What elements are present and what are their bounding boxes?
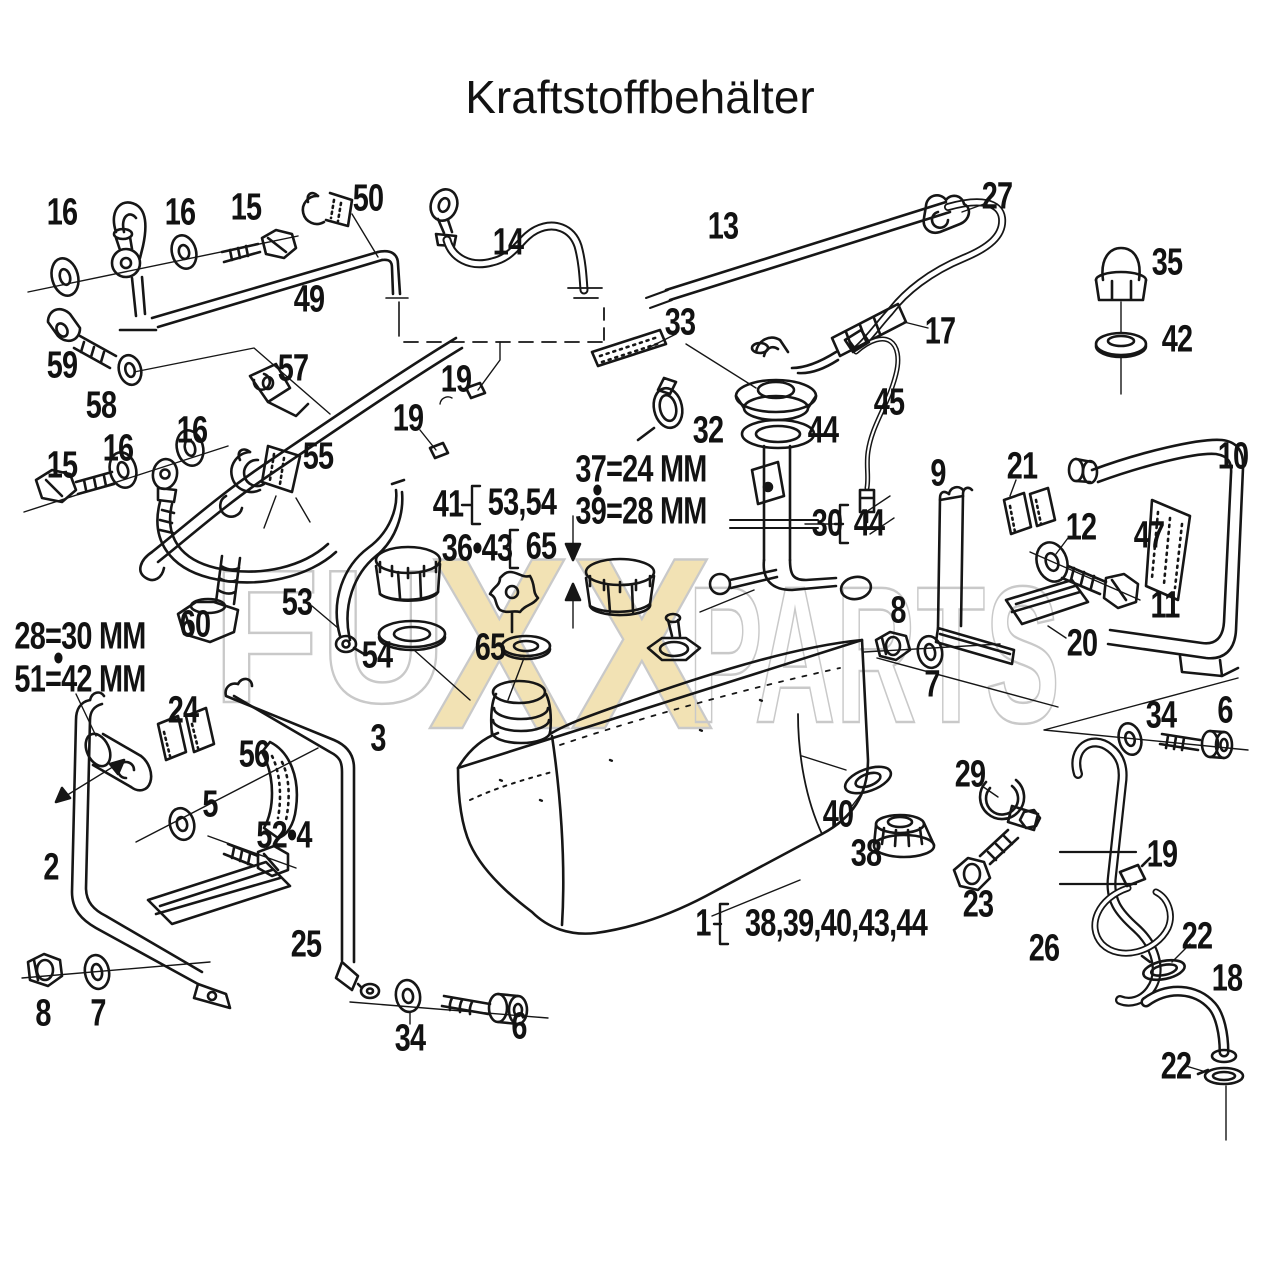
part-label-58: 58 bbox=[85, 384, 117, 427]
part-label-40: 40 bbox=[822, 793, 854, 836]
part-label-37=24 MM: 37=24 MM bbox=[575, 448, 707, 491]
part-label-6: 6 bbox=[1217, 689, 1233, 732]
part-label-16: 16 bbox=[102, 427, 134, 470]
part-label-19: 19 bbox=[1146, 833, 1178, 876]
part-label-7: 7 bbox=[924, 663, 940, 706]
part-label-1: 1 bbox=[695, 902, 711, 945]
part-label-50: 50 bbox=[352, 177, 384, 220]
grommet-bushing bbox=[843, 765, 936, 859]
part-label-42: 42 bbox=[1161, 318, 1193, 361]
hose-14-assembly bbox=[403, 188, 607, 460]
part-label-55: 55 bbox=[302, 435, 334, 478]
part-label-34: 34 bbox=[1145, 694, 1177, 737]
part-label-25: 25 bbox=[290, 923, 322, 966]
part-label-2: 2 bbox=[43, 846, 59, 889]
fuel-tank bbox=[456, 589, 1059, 935]
part-label-52•4: 52•4 bbox=[256, 814, 312, 857]
left-fittings-assembly bbox=[23, 307, 464, 584]
part-label-8: 8 bbox=[35, 992, 51, 1035]
part-label-12: 12 bbox=[1065, 506, 1097, 549]
part-label-60: 60 bbox=[179, 603, 211, 646]
part-label-47: 47 bbox=[1133, 514, 1165, 557]
fuel-line-49-assembly bbox=[27, 191, 409, 337]
part-label-9: 9 bbox=[930, 452, 946, 495]
part-label-22: 22 bbox=[1181, 915, 1213, 958]
fuel-sender-assembly bbox=[590, 328, 901, 601]
part-label-51=42 MM: 51=42 MM bbox=[14, 658, 146, 701]
part-label-59: 59 bbox=[46, 344, 78, 387]
part-label-7: 7 bbox=[90, 992, 106, 1035]
part-label-26: 26 bbox=[1028, 927, 1060, 970]
part-label-41: 41 bbox=[432, 483, 464, 526]
part-label-35: 35 bbox=[1151, 241, 1183, 284]
part-label-15: 15 bbox=[230, 186, 262, 229]
part-label-19: 19 bbox=[392, 397, 424, 440]
part-label-44: 44 bbox=[807, 409, 839, 452]
part-label-22: 22 bbox=[1160, 1045, 1192, 1088]
part-label-29: 29 bbox=[954, 753, 986, 796]
part-label-30: 30 bbox=[811, 502, 843, 545]
right-mount-assembly bbox=[863, 438, 1249, 760]
part-label-23: 23 bbox=[962, 883, 994, 926]
cap-nut-35-washer-42 bbox=[1094, 246, 1148, 395]
filler-caps-assembly bbox=[176, 478, 656, 701]
part-label-18: 18 bbox=[1211, 957, 1243, 1000]
part-label-20: 20 bbox=[1066, 622, 1098, 665]
part-label-53: 53 bbox=[281, 581, 313, 624]
part-label-36•43: 36•43 bbox=[441, 527, 513, 570]
part-label-38,39,40,43,44: 38,39,40,43,44 bbox=[744, 902, 928, 945]
part-label-10: 10 bbox=[1217, 435, 1249, 478]
part-label-15: 15 bbox=[46, 444, 78, 487]
part-label-19: 19 bbox=[440, 358, 472, 401]
part-label-8: 8 bbox=[890, 589, 906, 632]
part-label-56: 56 bbox=[238, 733, 270, 776]
part-label-21: 21 bbox=[1006, 445, 1038, 488]
part-label-14: 14 bbox=[492, 221, 524, 264]
part-label-11: 11 bbox=[1150, 584, 1180, 627]
part-label-13: 13 bbox=[707, 205, 739, 248]
part-label-16: 16 bbox=[164, 191, 196, 234]
part-label-6: 6 bbox=[511, 1005, 527, 1048]
part-label-16: 16 bbox=[176, 409, 208, 452]
reference-brackets bbox=[460, 484, 850, 946]
part-label-3: 3 bbox=[370, 717, 386, 760]
part-label-•: • bbox=[592, 469, 602, 512]
watermark: FU XX PARTS bbox=[211, 505, 1062, 782]
part-label-57: 57 bbox=[277, 347, 309, 390]
part-label-39=28 MM: 39=28 MM bbox=[575, 490, 707, 533]
part-label-65: 65 bbox=[474, 626, 506, 669]
part-label-27: 27 bbox=[981, 175, 1013, 218]
page-title: Kraftstoffbehälter bbox=[465, 71, 815, 123]
part-label-38: 38 bbox=[850, 832, 882, 875]
part-label-45: 45 bbox=[873, 381, 905, 424]
part-label-54: 54 bbox=[361, 634, 393, 677]
part-label-17: 17 bbox=[924, 310, 956, 353]
left-mount-assembly bbox=[21, 677, 549, 1026]
part-label-44: 44 bbox=[853, 502, 885, 545]
part-label-24: 24 bbox=[167, 689, 199, 732]
part-label-28=30 MM: 28=30 MM bbox=[14, 615, 146, 658]
part-label-•: • bbox=[53, 637, 63, 680]
part-label-53,54: 53,54 bbox=[487, 481, 557, 524]
part-label-16: 16 bbox=[46, 191, 78, 234]
fuel-pipe-13-assembly bbox=[645, 194, 1007, 375]
part-label-5: 5 bbox=[202, 783, 218, 826]
watermark-parts: PARTS bbox=[688, 546, 1060, 764]
drain-hose-assembly bbox=[952, 737, 1245, 1141]
part-label-49: 49 bbox=[293, 278, 325, 321]
part-label-34: 34 bbox=[394, 1017, 426, 1060]
part-label-65: 65 bbox=[525, 525, 557, 568]
part-label-33: 33 bbox=[664, 301, 696, 344]
watermark-fu: FU bbox=[212, 531, 447, 743]
part-label-32: 32 bbox=[692, 409, 724, 452]
